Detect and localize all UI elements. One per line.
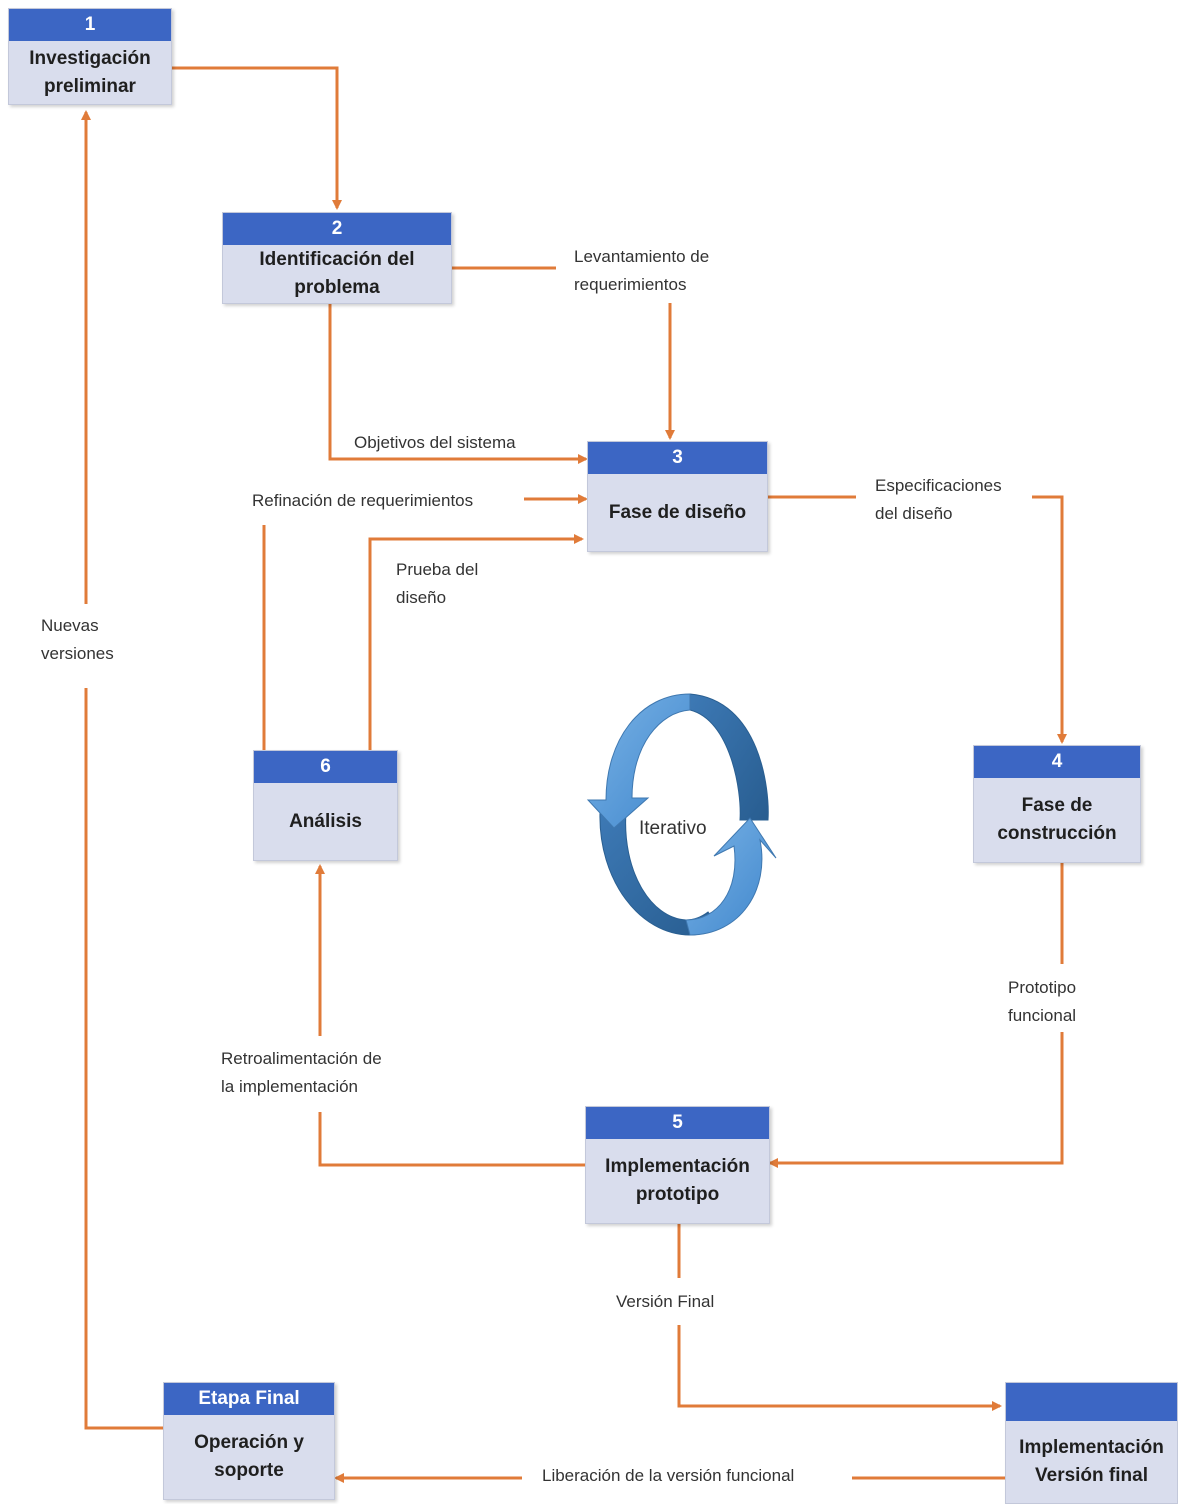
stage-6-title: Análisis: [289, 810, 362, 832]
stage-final-title: Operación y soporte: [194, 1432, 304, 1481]
arrow-1-to-2: [172, 66, 342, 210]
arrow-objetivos-to-3: [328, 304, 588, 464]
label-especificaciones: Especificaciones del diseño: [875, 472, 1002, 528]
label-version-final: Versión Final: [616, 1288, 715, 1316]
stage-5-title: Implementación prototipo: [605, 1156, 750, 1205]
stage-4-box: 4 Fase de construcción: [973, 745, 1141, 863]
stage-3-header: 3: [588, 442, 767, 474]
stage-2-title: Identificación del problema: [259, 249, 415, 298]
stage-2-box: 2 Identificación del problema: [222, 212, 452, 304]
iterative-cycle-icon: [586, 693, 777, 936]
stage-1-header: 1: [9, 9, 171, 41]
line-5-to-retro: [318, 1112, 585, 1167]
stage-6-box: 6 Análisis: [253, 750, 398, 861]
stage-4-title: Fase de construcción: [997, 795, 1117, 844]
label-prototipo: Prototipo funcional: [1008, 974, 1077, 1030]
stage-final-header: Etapa Final: [164, 1383, 334, 1415]
stage-2-header: 2: [223, 213, 451, 245]
stage-version-final-box: Implementación Versión final: [1005, 1382, 1178, 1504]
label-liberacion: Liberación de la versión funcional: [542, 1462, 795, 1490]
stage-5-header: 5: [586, 1107, 769, 1139]
arrow-versionfinal-to-implementacion: [677, 1325, 1002, 1411]
iterativo-label: Iterativo: [639, 818, 707, 839]
arrow-prototipo-to-5: [768, 1032, 1064, 1168]
label-prueba: Prueba del diseño: [396, 556, 479, 612]
stage-3-title: Fase de diseño: [608, 501, 747, 523]
arrow-prueba-to-3: [368, 534, 584, 751]
stage-3-box: 3 Fase de diseño: [587, 441, 768, 552]
stage-5-box: 5 Implementación prototipo: [585, 1106, 770, 1224]
label-retroalimentacion: Retroalimentación de la implementación: [221, 1045, 382, 1101]
stage-1-title: Investigación preliminar: [29, 47, 151, 97]
stage-1-box: 1 Investigación preliminar: [8, 8, 172, 105]
stage-version-final-title: Implementación Versión final: [1019, 1437, 1164, 1486]
label-levantamiento: Levantamiento de requerimientos: [574, 243, 710, 299]
stage-version-final-header: [1006, 1383, 1177, 1421]
label-nuevas-versiones: Nuevas versiones: [41, 612, 114, 668]
stage-final-box: Etapa Final Operación y soporte: [163, 1382, 335, 1500]
label-refinacion: Refinación de requerimientos: [252, 487, 474, 515]
stage-4-header: 4: [974, 746, 1140, 778]
arrow-especificaciones-to-4: [1032, 495, 1067, 744]
stage-6-header: 6: [254, 751, 397, 783]
label-objetivos: Objetivos del sistema: [354, 433, 516, 452]
line-operacion-to-nuevas: [84, 688, 163, 1430]
